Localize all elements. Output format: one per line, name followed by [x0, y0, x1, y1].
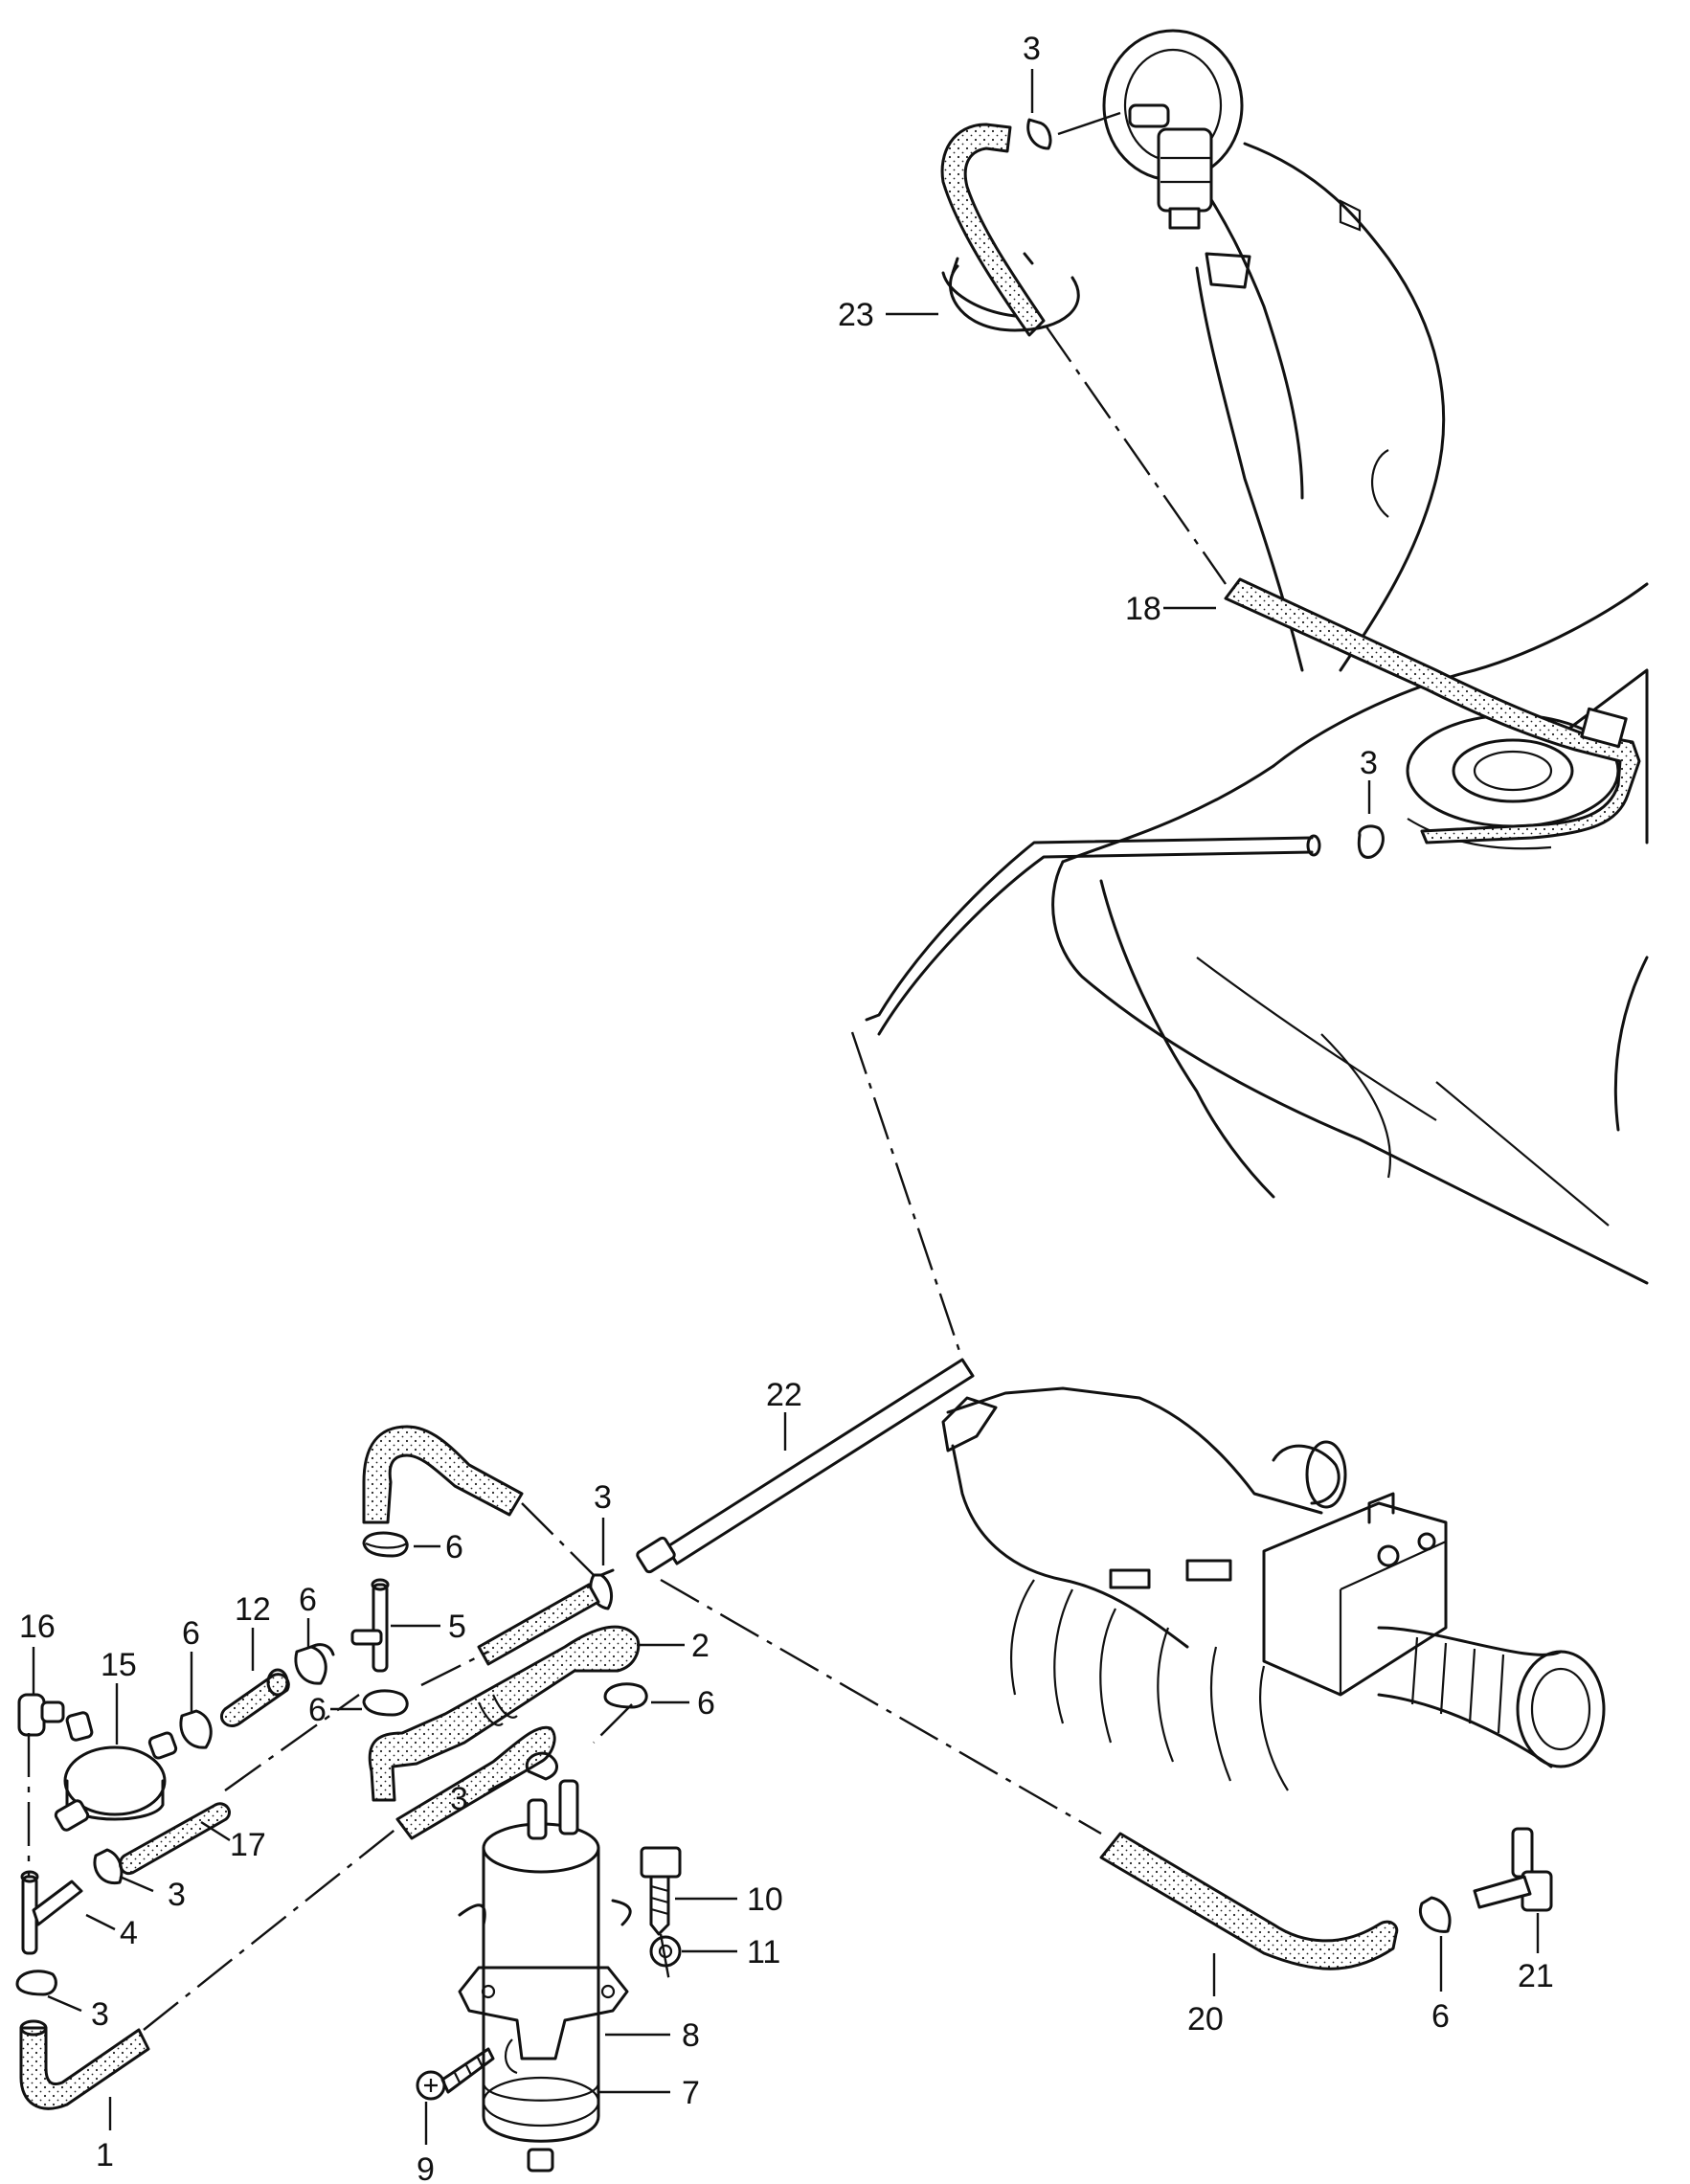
- connection-line-23-18: [1045, 325, 1227, 585]
- hose-clamp-6-a: [362, 1531, 409, 1558]
- callout-6-b: 6: [308, 1692, 327, 1728]
- t-connector-5: [350, 1578, 390, 1673]
- leader-lines: [32, 69, 1540, 2145]
- connection-line-c: [143, 1823, 403, 2031]
- callout-10: 10: [747, 1881, 783, 1918]
- vent-valve: [1128, 103, 1213, 230]
- callout-6-c: 6: [697, 1685, 715, 1722]
- control-valve-15: [54, 1711, 178, 1832]
- callout-3-top: 3: [1023, 31, 1041, 67]
- callout-3-e: 3: [91, 1996, 109, 2033]
- callout-6-d: 6: [299, 1582, 317, 1618]
- callout-6-e: 6: [182, 1615, 200, 1652]
- callout-labels: 3 23 18 3 22 3 6 6 6 5 2 12 6 16 15 6 17…: [19, 31, 1554, 2184]
- callout-9: 9: [417, 2151, 435, 2184]
- hose-clamp-6-e: [179, 1709, 213, 1749]
- short-hose-lower: [395, 1725, 556, 1840]
- hose-clamp-6-d: [294, 1643, 335, 1685]
- angle-connector-21: [1473, 1827, 1553, 1912]
- hose-2: [368, 1625, 641, 1802]
- callout-6-f: 6: [1431, 1998, 1450, 2035]
- curved-hose-upper: [362, 1425, 524, 1524]
- hose-clamp-6-b: [362, 1689, 409, 1717]
- t-connector-4: [20, 1870, 83, 1955]
- charcoal-canister-7: [482, 1779, 600, 2173]
- callout-17: 17: [230, 1827, 266, 1863]
- connection-line-d: [224, 1694, 360, 1791]
- callout-18: 18: [1125, 591, 1161, 627]
- vent-hose-18: [1224, 577, 1641, 844]
- connection-line-b: [660, 1578, 1102, 1835]
- straight-hose-short: [477, 1583, 600, 1666]
- callout-12: 12: [235, 1591, 271, 1628]
- fuel-tank-assembly: [1051, 29, 1649, 1285]
- callout-3-canister: 3: [450, 1781, 468, 1817]
- screw-10: [640, 1846, 682, 1936]
- callout-3-tank: 3: [1360, 745, 1378, 781]
- callout-8: 8: [682, 2017, 700, 2054]
- connection-line-h: [659, 1933, 672, 1988]
- hose-clamp-6-c: [603, 1682, 648, 1709]
- callout-5: 5: [448, 1609, 466, 1645]
- retaining-clip-23: [941, 252, 1080, 332]
- hose-20: [1099, 1832, 1399, 1970]
- connection-line-a: [521, 1502, 595, 1576]
- callout-16: 16: [19, 1609, 56, 1645]
- callout-11: 11: [747, 1934, 780, 1970]
- callout-7: 7: [682, 2075, 700, 2111]
- connection-line-tank-22: [850, 1031, 964, 1361]
- hose-17: [119, 1802, 231, 1876]
- intake-manifold: [941, 1386, 1606, 1791]
- metal-vent-line: [865, 824, 1385, 1036]
- callout-15: 15: [101, 1647, 137, 1683]
- callout-4: 4: [120, 1915, 138, 1951]
- callout-3-mid: 3: [594, 1479, 612, 1516]
- callout-21: 21: [1518, 1958, 1554, 1994]
- hose-clamp-6-f: [1418, 1896, 1452, 1933]
- mounting-bracket-8: [458, 1899, 632, 2075]
- hose-1: [19, 2019, 150, 2110]
- callout-20: 20: [1187, 2001, 1224, 2038]
- screw-9: [416, 2047, 495, 2101]
- angle-fitting-16: [17, 1693, 65, 1737]
- callout-3-d: 3: [168, 1877, 186, 1913]
- upper-vent-hose: [940, 123, 1046, 337]
- hose-22: [636, 1358, 975, 1574]
- hose-clamp-3-f: [525, 1751, 558, 1781]
- hose-clamp-3-e: [15, 1970, 57, 1996]
- connection-line-g: [593, 1703, 633, 1744]
- connection-line-f: [420, 1650, 489, 1687]
- callout-23: 23: [838, 297, 874, 333]
- callout-22: 22: [766, 1377, 802, 1413]
- callout-1: 1: [96, 2137, 114, 2173]
- hose-clamp-3-d: [93, 1848, 124, 1885]
- callout-6-a: 6: [445, 1529, 463, 1565]
- callout-2: 2: [691, 1628, 710, 1664]
- hose-clamp-3-top: [1026, 118, 1052, 150]
- hose-12: [219, 1668, 290, 1727]
